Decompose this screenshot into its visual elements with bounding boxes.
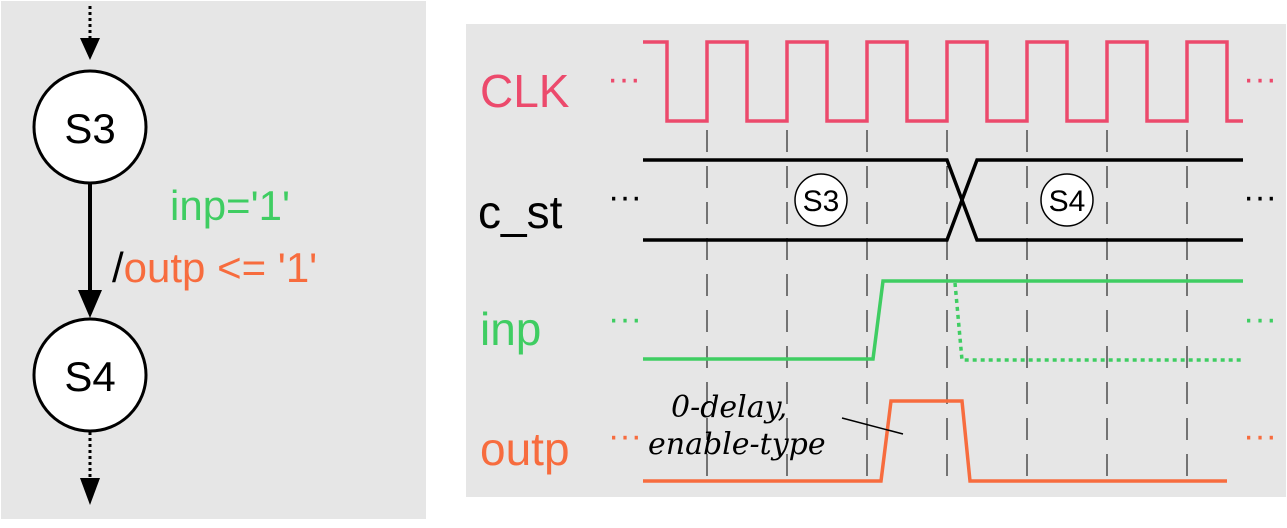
c-st-state-s4-circle — [1040, 173, 1094, 227]
inp-waveform — [643, 279, 1243, 361]
inp-waveform-alternate-dotted — [953, 282, 1243, 362]
clk-waveform — [643, 40, 1243, 123]
annotation-line-1: 0-delay, — [671, 390, 787, 425]
fsm-state-s4-circle — [32, 317, 148, 433]
outp-waveform — [643, 399, 1227, 483]
c-st-bus — [643, 158, 1243, 242]
fsm-action-slash: / — [112, 244, 124, 291]
annotation-line-2: enable-type — [648, 427, 826, 462]
timing-grid — [706, 130, 1188, 488]
c-st-ellipsis-right: ··· — [1243, 178, 1277, 216]
signal-label-outp: outp — [480, 423, 570, 475]
inp-ellipsis-left: ··· — [608, 300, 642, 338]
signal-label-clk: CLK — [480, 65, 570, 117]
clk-ellipsis-right: ··· — [1243, 60, 1277, 98]
fsm-entry-arrowhead — [80, 38, 100, 60]
signal-label-c-st: c_st — [478, 186, 563, 238]
inp-ellipsis-right: ··· — [1243, 300, 1277, 338]
fsm-transition-arrowhead — [78, 290, 102, 318]
outp-ellipsis-left: ··· — [608, 417, 642, 455]
c-st-state-s3-label: S3 — [803, 185, 840, 218]
c-st-bus-line-b — [643, 158, 1243, 242]
outp-ellipsis-right: ··· — [1243, 417, 1277, 455]
fsm-condition-label: inp='1' — [170, 182, 290, 229]
fsm-state-s4-label: S4 — [64, 353, 115, 400]
annotation-leader-line — [841, 417, 904, 435]
signal-label-inp: inp — [480, 303, 541, 355]
c-st-state-s3-circle — [794, 173, 848, 227]
clk-ellipsis-left: ··· — [607, 60, 641, 98]
fsm-exit-arrowhead — [80, 478, 100, 505]
timing-panel — [466, 24, 1286, 497]
c-st-ellipsis-left: ··· — [608, 178, 642, 216]
fsm-state-s3-label: S3 — [64, 105, 115, 152]
fsm-action-text: outp <= '1' — [124, 244, 318, 291]
c-st-state-s4-label: S4 — [1049, 185, 1086, 218]
fsm-action-label: /outp <= '1' — [112, 244, 317, 291]
